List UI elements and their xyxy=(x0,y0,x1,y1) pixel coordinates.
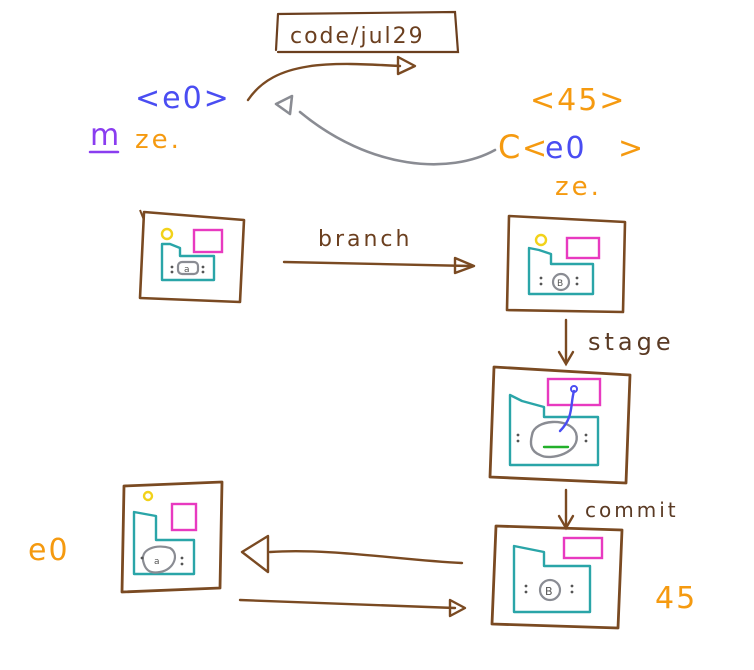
branch-label: branch xyxy=(318,227,412,252)
push-arrow-right xyxy=(238,598,467,618)
yellow-dot xyxy=(160,227,174,241)
hash-45-right: <45> xyxy=(530,83,626,118)
commit-label: commit xyxy=(585,498,679,522)
ze-right: ze. xyxy=(555,172,602,202)
frame-main-left: a xyxy=(120,480,224,594)
frame-working-left: a xyxy=(138,209,246,304)
c-prefix: C xyxy=(498,128,520,166)
c-bracket-open: < xyxy=(522,131,549,166)
frame-staging xyxy=(488,365,632,485)
badge-commit: B xyxy=(545,585,553,598)
hash-e0-left: <e0> xyxy=(135,81,231,116)
m-label: m xyxy=(90,118,119,153)
badge-main: a xyxy=(154,557,160,567)
commit-hash-45: 45 xyxy=(655,581,697,616)
checkout-arrow-top xyxy=(246,55,417,102)
badge-small: a xyxy=(184,265,190,275)
branch-ref-box: code/jul29 xyxy=(274,10,460,54)
c-bracket-close: > xyxy=(618,131,645,166)
commit-arrow: commit xyxy=(557,488,679,531)
badge-branch: B xyxy=(557,279,563,289)
stage-arrow: stage xyxy=(557,318,675,367)
merge-arrow-left xyxy=(240,534,464,574)
frame-branch-right: B xyxy=(505,214,627,314)
main-hash-e0: e0 xyxy=(28,533,70,568)
stage-label: stage xyxy=(588,328,675,356)
return-arrow-gray xyxy=(274,94,497,166)
hash-e0-right-inner: e0 xyxy=(545,131,587,166)
magenta-box xyxy=(192,228,224,254)
ze-left: ze. xyxy=(135,125,182,155)
branch-arrow: branch xyxy=(282,227,476,275)
frame-commit: B xyxy=(490,524,624,630)
branch-ref-label: code/jul29 xyxy=(290,24,425,49)
